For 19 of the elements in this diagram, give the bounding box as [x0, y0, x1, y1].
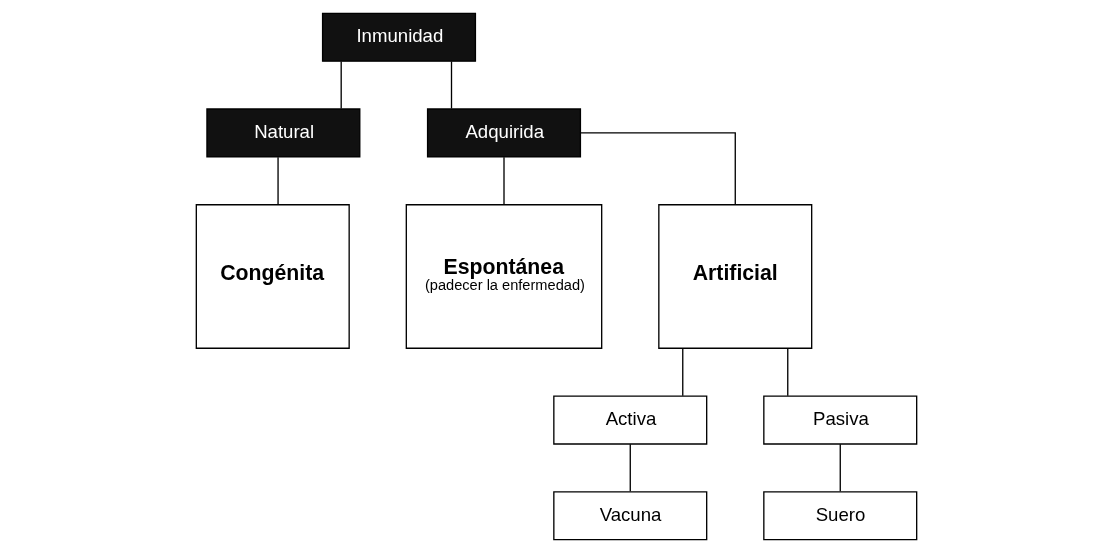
node-box: Espontánea (padecer la enfermedad)	[405, 204, 603, 349]
node-box: Congénita	[195, 204, 350, 349]
node-box: Natural	[206, 108, 361, 158]
node-box: Adquirida	[426, 108, 582, 158]
connector	[839, 443, 841, 492]
connector	[682, 348, 684, 397]
connector	[450, 60, 453, 110]
node-box: Inmunidad	[321, 12, 477, 62]
connector	[277, 156, 279, 205]
node-box: Vacuna	[553, 491, 708, 541]
connector	[787, 348, 789, 397]
connector	[629, 443, 631, 492]
node-box: Activa	[553, 395, 708, 445]
node-box: Suero	[763, 491, 918, 541]
connector	[580, 132, 736, 205]
node-box: Pasiva	[763, 395, 918, 445]
connector	[340, 60, 342, 110]
connector	[503, 156, 505, 205]
node-box: Artificial	[658, 204, 813, 349]
